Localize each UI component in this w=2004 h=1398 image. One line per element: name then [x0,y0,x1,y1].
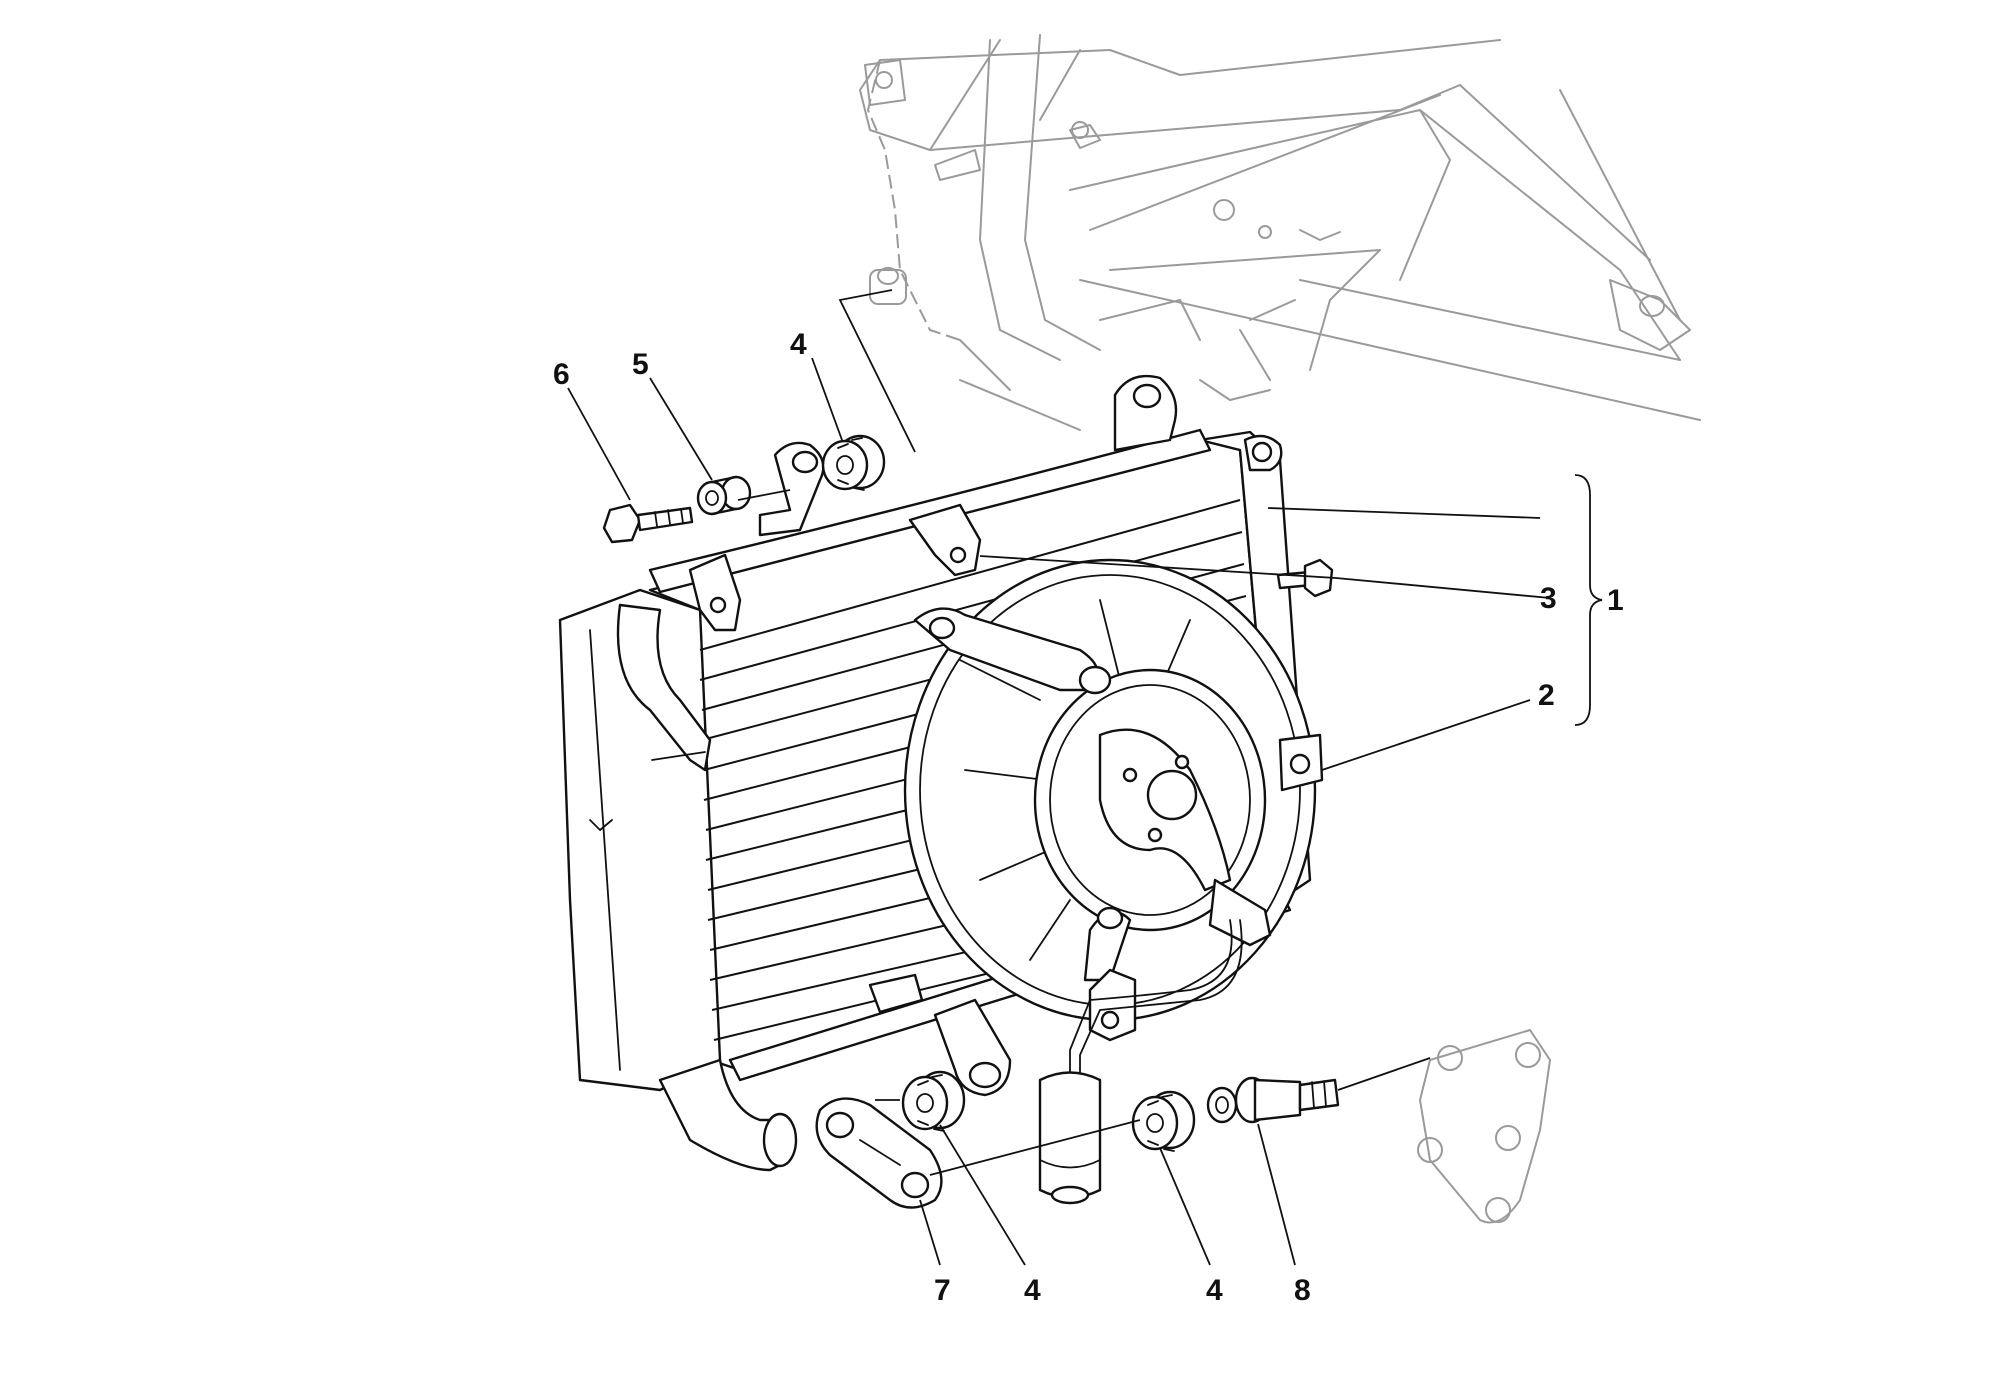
callout-label-7: 7 [934,1274,951,1307]
engine-mount-bracket [1417,1029,1551,1224]
callout-label-4-lower-left: 4 [1024,1274,1041,1307]
radiator-mount-brackets [688,374,1283,1097]
callout-label-4-upper: 4 [790,328,807,361]
callout-label-3: 3 [1540,582,1557,615]
cooling-fan [903,558,1324,1042]
callout-label-6: 6 [553,358,570,391]
stud-part-8 [1206,1076,1340,1124]
link-plate-part-7 [815,1097,943,1209]
callout-label-8: 8 [1294,1274,1311,1307]
callout-label-4-lower-right: 4 [1206,1274,1223,1307]
bolt-part-6 [602,503,694,544]
motorcycle-frame [859,34,1701,431]
callout-labels: 6 5 4 3 1 2 7 4 4 8 [553,328,1624,1307]
callout-label-2: 2 [1538,679,1555,712]
callout-label-1: 1 [1607,584,1624,617]
rubber-grommet-lower-left [901,1070,966,1132]
rubber-grommet-upper [821,434,886,491]
fan-wiring-connector [1038,919,1243,1205]
callout-label-5: 5 [632,348,649,381]
leader-lines [567,289,1603,1266]
rubber-grommet-lower-right [1131,1090,1196,1152]
lower-hose [658,1058,798,1172]
upper-hose [616,603,712,772]
spacer-part-5 [696,475,752,516]
